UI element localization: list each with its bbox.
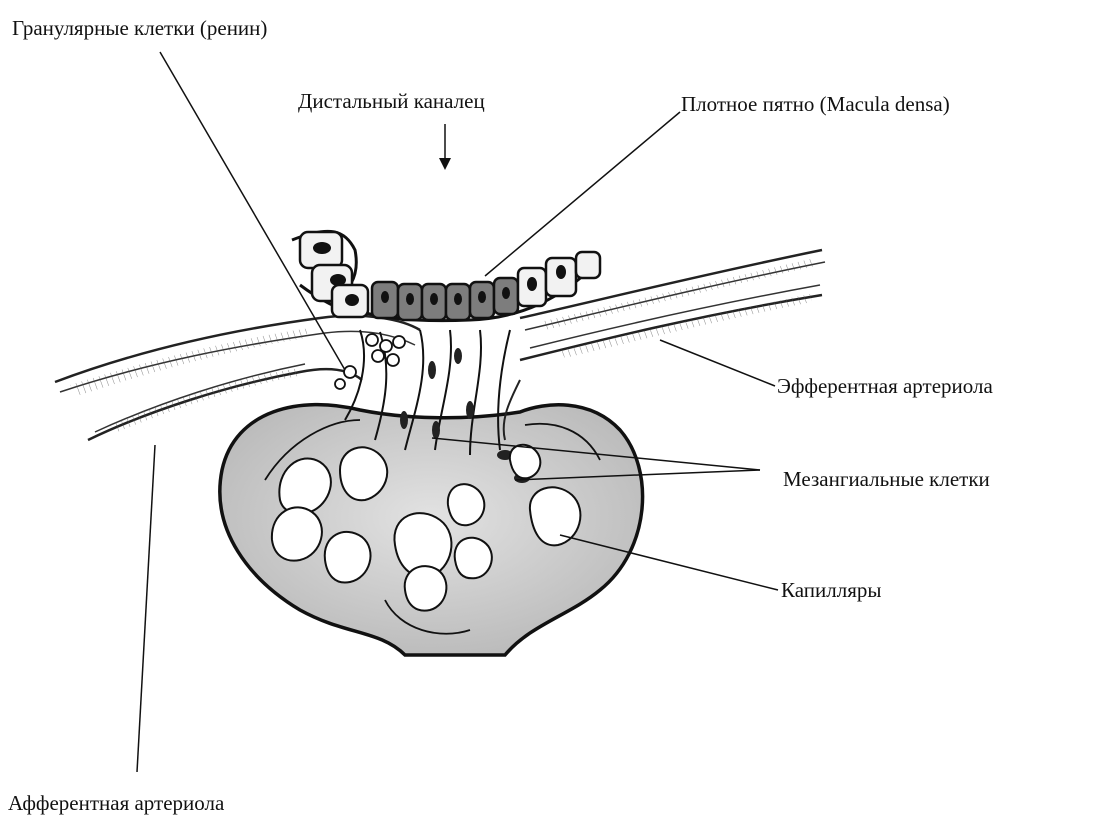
label-afferent-arteriole: Афферентная артериола <box>8 793 224 814</box>
leader-afferent <box>137 445 155 772</box>
leader-lines <box>137 52 778 772</box>
label-distal-tubule: Дистальный каналец <box>298 91 485 112</box>
distal-tubule-cells <box>292 231 600 320</box>
label-capillaries: Капилляры <box>781 580 881 601</box>
label-mesangial-cells: Мезангиальные клетки <box>783 469 990 490</box>
arrowhead-distal <box>439 158 451 170</box>
label-efferent-arteriole: Эфферентная артериола <box>777 376 993 397</box>
leader-efferent <box>660 340 775 386</box>
label-macula-densa: Плотное пятно (Macula densa) <box>681 94 950 115</box>
label-granular-cells: Гранулярные клетки (ренин) <box>12 18 267 39</box>
